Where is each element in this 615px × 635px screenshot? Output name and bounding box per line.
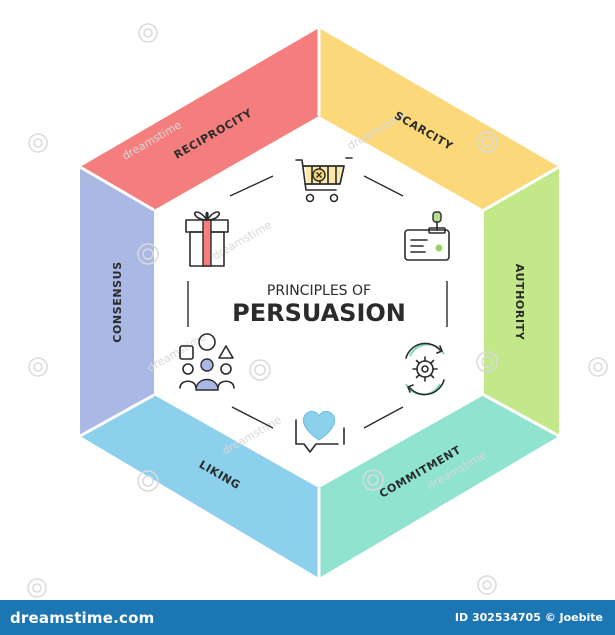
segment-authority [484, 167, 559, 436]
segment-consensus [80, 167, 154, 436]
watermark-logos [27, 23, 608, 598]
heart-chat-icon [295, 410, 345, 453]
label-authority: AUTHORITY [513, 264, 526, 341]
hexagon-diagram-canvas: dreamstime dreamstime dreamstime dreamst… [27, 23, 608, 598]
group-people-icon [179, 333, 235, 391]
segment-scarcity [319, 28, 559, 210]
watermark-text: dreamstime [210, 218, 274, 262]
title-line-2: PERSUASION [232, 299, 406, 327]
watermark-text: dreamstime [145, 330, 209, 374]
stamp-certificate-icon [404, 211, 450, 261]
gift-icon [185, 211, 229, 267]
segment-commitment [319, 395, 559, 578]
gear-cycle-icon [405, 342, 445, 396]
shopping-cart-icon [295, 157, 353, 203]
segment-liking [80, 395, 319, 578]
footer-logo[interactable]: dreamstime.com [10, 609, 155, 627]
title-line-1: PRINCIPLES OF [267, 283, 371, 299]
segment-reciprocity [80, 28, 319, 210]
segment-dividers [79, 28, 560, 578]
footer-credit: ID 302534705 © Joebite [454, 611, 603, 624]
footer-bar: dreamstime.com ID 302534705 © Joebite [0, 600, 615, 635]
label-consensus: CONSENSUS [111, 261, 124, 342]
inner-connector-lines [187, 175, 448, 429]
persuasion-diagram: dreamstime dreamstime dreamstime dreamst… [27, 23, 608, 598]
